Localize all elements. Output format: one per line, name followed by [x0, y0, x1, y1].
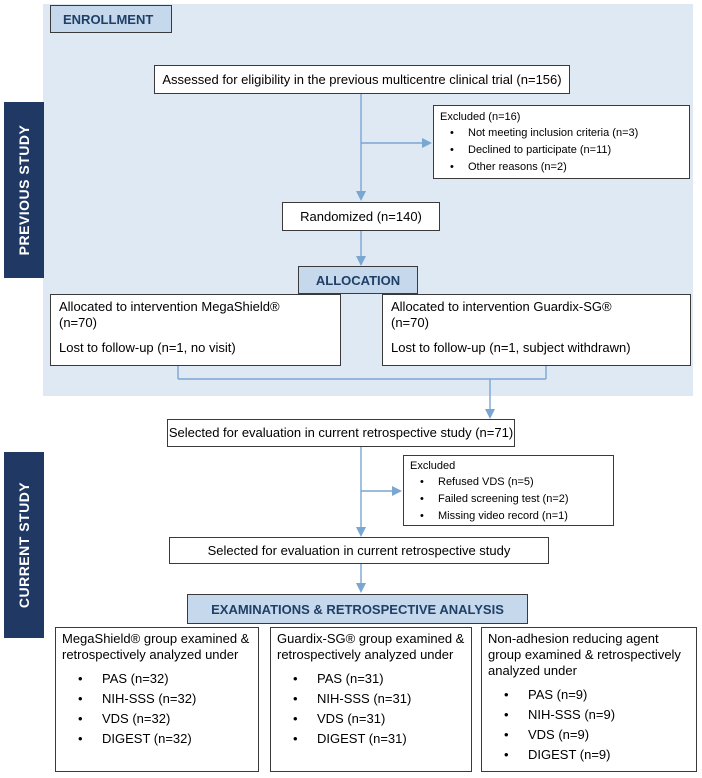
randomized-box: Randomized (n=140) [282, 202, 440, 231]
allocation-guardix-box: Allocated to intervention Guardix-SG® (n… [382, 294, 691, 366]
list-item: VDS (n=9) [488, 725, 690, 745]
group-megashield-list: PAS (n=32) NIH-SSS (n=32) VDS (n=32) DIG… [62, 669, 252, 749]
list-item: Other reasons (n=2) [440, 159, 683, 176]
list-item: NIH-SSS (n=31) [277, 689, 465, 709]
group-megashield-title: MegaShield® group examined & retrospecti… [62, 631, 250, 662]
excluded-1-title: Excluded (n=16) [440, 111, 521, 123]
alloc-mega-line2: (n=70) [59, 315, 97, 330]
group-guardix-list: PAS (n=31) NIH-SSS (n=31) VDS (n=31) DIG… [277, 669, 465, 749]
alloc-mega-line1: Allocated to intervention MegaShield® [59, 299, 280, 314]
group-guardix-box: Guardix-SG® group examined & retrospecti… [270, 627, 472, 772]
group-non-adhesion-title: Non-adhesion reducing agent group examin… [488, 631, 681, 678]
selected-71-text: Selected for evaluation in current retro… [168, 425, 514, 440]
list-item: NIH-SSS (n=9) [488, 705, 690, 725]
group-non-adhesion-list: PAS (n=9) NIH-SSS (n=9) VDS (n=9) DIGEST… [488, 685, 690, 765]
list-item: DIGEST (n=31) [277, 729, 465, 749]
excluded-box-2: Excluded Refused VDS (n=5) Failed screen… [403, 455, 614, 526]
randomized-text: Randomized (n=140) [300, 208, 422, 224]
group-megashield-box: MegaShield® group examined & retrospecti… [55, 627, 259, 772]
examinations-header: EXAMINATIONS & RETROSPECTIVE ANALYSIS [187, 594, 528, 624]
group-guardix-title: Guardix-SG® group examined & retrospecti… [277, 631, 465, 662]
group-non-adhesion-box: Non-adhesion reducing agent group examin… [481, 627, 697, 772]
excluded-box-1: Excluded (n=16) Not meeting inclusion cr… [433, 105, 690, 179]
alloc-guardix-line1: Allocated to intervention Guardix-SG® [391, 299, 612, 314]
excluded-2-title: Excluded [410, 460, 456, 472]
list-item: Not meeting inclusion criteria (n=3) [440, 125, 683, 142]
current-study-band: CURRENT STUDY [4, 452, 44, 638]
alloc-mega-lost: Lost to follow-up (n=1, no visit) [59, 340, 236, 355]
list-item: VDS (n=31) [277, 709, 465, 729]
excluded-1-list: Not meeting inclusion criteria (n=3) Dec… [440, 125, 683, 176]
selected-text: Selected for evaluation in current retro… [207, 542, 511, 558]
previous-study-label: PREVIOUS STUDY [16, 124, 32, 256]
excluded-2-list: Refused VDS (n=5) Failed screening test … [410, 474, 607, 525]
list-item: Declined to participate (n=11) [440, 142, 683, 159]
selected-71-box: Selected for evaluation in current retro… [167, 419, 515, 447]
assessed-text: Assessed for eligibility in the previous… [162, 71, 562, 87]
allocation-header: ALLOCATION [298, 266, 418, 294]
list-item: VDS (n=32) [62, 709, 252, 729]
alloc-guardix-line2: (n=70) [391, 315, 429, 330]
selected-box: Selected for evaluation in current retro… [169, 537, 549, 564]
examinations-label: EXAMINATIONS & RETROSPECTIVE ANALYSIS [211, 601, 504, 617]
allocation-label: ALLOCATION [315, 272, 401, 288]
list-item: DIGEST (n=9) [488, 745, 690, 765]
alloc-guardix-lost: Lost to follow-up (n=1, subject withdraw… [391, 340, 631, 355]
list-item: PAS (n=32) [62, 669, 252, 689]
allocation-megashield-box: Allocated to intervention MegaShield® (n… [50, 294, 341, 366]
enrollment-header: ENROLLMENT [50, 5, 172, 33]
enrollment-label: ENROLLMENT [63, 11, 154, 27]
list-item: Failed screening test (n=2) [410, 491, 607, 508]
previous-study-band: PREVIOUS STUDY [4, 102, 44, 278]
list-item: NIH-SSS (n=32) [62, 689, 252, 709]
list-item: Missing video record (n=1) [410, 508, 607, 525]
list-item: DIGEST (n=32) [62, 729, 252, 749]
list-item: PAS (n=9) [488, 685, 690, 705]
list-item: Refused VDS (n=5) [410, 474, 607, 491]
assessed-box: Assessed for eligibility in the previous… [154, 65, 570, 94]
list-item: PAS (n=31) [277, 669, 465, 689]
current-study-label: CURRENT STUDY [16, 481, 32, 609]
